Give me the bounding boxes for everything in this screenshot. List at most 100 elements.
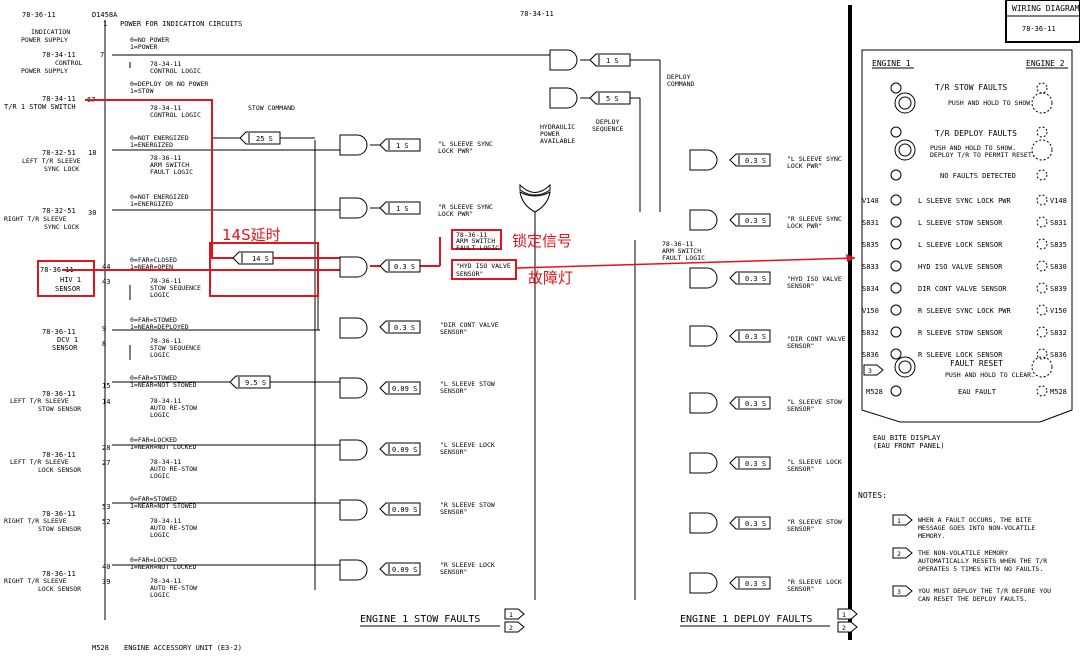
note-flags: 1 2 1 2	[504, 608, 858, 633]
svg-text:"R SLEEVE SYNC: "R SLEEVE SYNC	[787, 215, 842, 223]
svg-text:LOGIC: LOGIC	[150, 591, 170, 599]
svg-text:LOGIC: LOGIC	[150, 351, 170, 359]
svg-text:LOCK SENSOR: LOCK SENSOR	[38, 466, 81, 474]
svg-text:SENSOR": SENSOR"	[440, 328, 467, 336]
svg-text:SENSOR": SENSOR"	[787, 585, 814, 593]
indicator-light-eng2	[1036, 216, 1048, 228]
svg-text:POWER SUPPLY: POWER SUPPLY	[21, 67, 68, 75]
fault-code-left: S835	[862, 241, 879, 249]
stow-faults-title: ENGINE 1 STOW FAULTS	[360, 614, 480, 625]
svg-text:EAU FAULT: EAU FAULT	[958, 388, 997, 396]
svg-text:RIGHT T/R SLEEVE: RIGHT T/R SLEEVE	[4, 517, 67, 525]
svg-text:2: 2	[842, 624, 846, 632]
svg-text:78-34-11: 78-34-11	[150, 104, 181, 112]
svg-text:25 S: 25 S	[256, 135, 273, 143]
svg-text:THE NON-VOLATILE MEMORY: THE NON-VOLATILE MEMORY	[918, 549, 1008, 557]
svg-text:2: 2	[897, 550, 901, 558]
svg-text:FAULT LOGIC: FAULT LOGIC	[456, 244, 499, 252]
svg-text:0=FAR=STOWED: 0=FAR=STOWED	[130, 316, 177, 324]
svg-text:ARM SWITCH: ARM SWITCH	[150, 161, 189, 169]
svg-text:STOW COMMAND: STOW COMMAND	[248, 104, 295, 112]
svg-text:78-36-11: 78-36-11	[150, 337, 181, 345]
fault-code-right: V148	[1050, 197, 1067, 205]
svg-text:AUTO RE-STOW: AUTO RE-STOW	[150, 465, 197, 473]
svg-text:"R SLEEVE LOCK: "R SLEEVE LOCK	[787, 578, 842, 586]
fault-code-right: V150	[1050, 307, 1067, 315]
svg-text:0.3 S: 0.3 S	[745, 460, 766, 468]
red-annotation-path: 14 S 14S延时 锁定信号 故障灯	[37, 99, 856, 297]
svg-text:1=POWER: 1=POWER	[130, 43, 157, 51]
svg-text:OPERATES 5 TIMES WITH NO FAULT: OPERATES 5 TIMES WITH NO FAULTS.	[918, 565, 1043, 573]
fault-name: L SLEEVE STOW SENSOR	[918, 219, 1003, 227]
svg-text:POWER: POWER	[540, 130, 560, 138]
svg-text:LOGIC: LOGIC	[150, 291, 170, 299]
svg-text:SENSOR": SENSOR"	[440, 387, 467, 395]
svg-text:78-34-11: 78-34-11	[150, 60, 181, 68]
svg-text:3: 3	[868, 367, 872, 375]
svg-text:0.09 S: 0.09 S	[392, 385, 417, 393]
svg-text:1: 1	[897, 517, 901, 525]
svg-text:0=FAR=CLOSED: 0=FAR=CLOSED	[130, 256, 177, 264]
svg-text:0.09 S: 0.09 S	[392, 446, 417, 454]
fault-code-left: S833	[862, 263, 879, 271]
part-ref: D1458A	[92, 11, 118, 19]
indicator-light	[890, 260, 902, 272]
svg-text:78-36-11: 78-36-11	[662, 240, 693, 248]
fault-name: L SLEEVE LOCK SENSOR	[918, 241, 1003, 249]
fault-name: DIR CONT VALVE SENSOR	[918, 285, 1007, 293]
svg-text:COMMAND: COMMAND	[667, 80, 694, 88]
title: WIRING DIAGRAMS	[1012, 4, 1080, 13]
svg-text:0.3 S: 0.3 S	[745, 333, 766, 341]
svg-text:78-32-51: 78-32-51	[42, 207, 76, 215]
svg-text:1 S: 1 S	[396, 142, 409, 150]
svg-text:EAU BITE DISPLAY: EAU BITE DISPLAY	[873, 434, 941, 442]
svg-text:CONTROL LOGIC: CONTROL LOGIC	[150, 111, 201, 119]
svg-text:1=NEAR=NOT LOCKED: 1=NEAR=NOT LOCKED	[130, 563, 197, 571]
svg-text:SENSOR": SENSOR"	[456, 270, 483, 278]
svg-text:SENSOR": SENSOR"	[787, 282, 814, 290]
svg-text:14: 14	[102, 398, 110, 406]
svg-text:NO FAULTS DETECTED: NO FAULTS DETECTED	[940, 172, 1016, 180]
indicator-light-eng2	[1036, 326, 1048, 338]
svg-text:0.3 S: 0.3 S	[745, 400, 766, 408]
fault-code-left: S832	[862, 329, 879, 337]
svg-text:78-36-11: 78-36-11	[456, 231, 487, 239]
indicator-light-eng2	[1036, 348, 1048, 360]
svg-text:DEPLOY: DEPLOY	[596, 118, 620, 126]
svg-text:"HYD ISO VALVE: "HYD ISO VALVE	[456, 262, 511, 270]
svg-text:78-34-11: 78-34-11	[42, 95, 76, 103]
indicator-light	[890, 304, 902, 316]
svg-text:AUTOMATICALLY RESETS WHEN THE: AUTOMATICALLY RESETS WHEN THE T/R	[918, 557, 1047, 565]
svg-text:FAULT LOGIC: FAULT LOGIC	[662, 254, 705, 262]
footer-ref: M528	[92, 644, 109, 652]
svg-text:CONTROL LOGIC: CONTROL LOGIC	[150, 67, 201, 75]
svg-text:1: 1	[509, 611, 513, 619]
title-number: 78-36-11	[1022, 25, 1056, 33]
svg-text:LOCK PWR": LOCK PWR"	[787, 222, 822, 230]
svg-text:"L SLEEVE LOCK: "L SLEEVE LOCK	[440, 441, 495, 449]
svg-text:78-36-11: 78-36-11	[22, 11, 56, 19]
svg-text:28: 28	[102, 444, 110, 452]
svg-text:1=ENERGIZED: 1=ENERGIZED	[130, 200, 173, 208]
svg-text:0=FAR=LOCKED: 0=FAR=LOCKED	[130, 436, 177, 444]
svg-text:LEFT T/R SLEEVE: LEFT T/R SLEEVE	[22, 157, 81, 165]
svg-text:78-34-11: 78-34-11	[150, 458, 181, 466]
svg-text:15: 15	[102, 382, 110, 390]
svg-text:ARM SWITCH: ARM SWITCH	[662, 247, 701, 255]
svg-text:0.3 S: 0.3 S	[745, 275, 766, 283]
fault-code-left: S831	[862, 219, 879, 227]
fault-code-right: S831	[1050, 219, 1067, 227]
svg-text:1=NEAR=DEPLOYED: 1=NEAR=DEPLOYED	[130, 323, 189, 331]
svg-text:ENGINE 1: ENGINE 1	[872, 59, 911, 68]
svg-text:14 S: 14 S	[252, 255, 269, 263]
fault-code-right: S836	[1050, 351, 1067, 359]
svg-text:HIV 1: HIV 1	[60, 276, 81, 284]
annotation-fault: 故障灯	[528, 269, 573, 287]
svg-text:78-34-11: 78-34-11	[150, 397, 181, 405]
fault-code-right: S835	[1050, 241, 1067, 249]
svg-text:"L SLEEVE STOW: "L SLEEVE STOW	[440, 380, 495, 388]
svg-text:DCV 1: DCV 1	[57, 336, 78, 344]
svg-text:"HYD ISO VALVE: "HYD ISO VALVE	[787, 275, 842, 283]
